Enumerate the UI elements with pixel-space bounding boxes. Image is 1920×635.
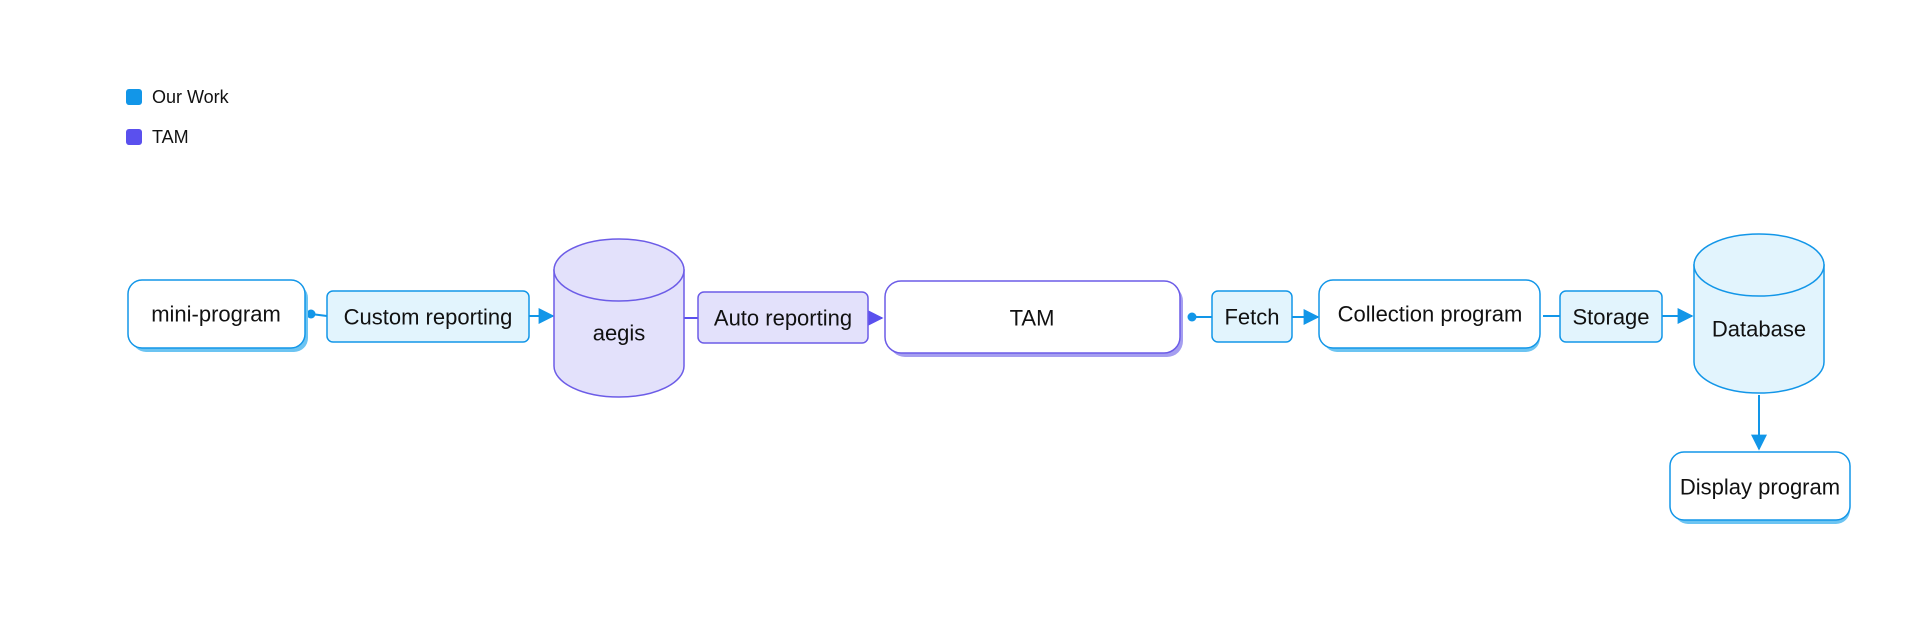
node-label: Fetch: [1224, 305, 1279, 330]
node-collection-program: Collection program: [1318, 279, 1541, 352]
node-box: [697, 291, 869, 344]
legend-item-tam: TAM: [126, 127, 189, 147]
node-mini-program: mini-program: [127, 279, 308, 352]
node-display-program: Display program: [1669, 451, 1851, 524]
node-label: aegis: [593, 321, 646, 346]
legend-label-our-work: Our Work: [152, 87, 230, 107]
node-box: [1318, 279, 1541, 349]
node-label: Storage: [1572, 305, 1649, 330]
node-box: [127, 279, 306, 349]
node-box: [884, 280, 1181, 354]
cylinder-body: [1693, 264, 1825, 394]
cylinder-top: [1693, 233, 1825, 297]
node-box: [1211, 290, 1293, 343]
node-tam: TAM: [884, 280, 1183, 357]
node-auto-reporting: Auto reporting: [697, 291, 869, 344]
legend-item-our-work: Our Work: [126, 87, 230, 107]
cylinder-top: [553, 238, 685, 302]
node-label: mini-program: [151, 302, 281, 327]
legend-swatch-our-work: [126, 89, 142, 105]
node-label: Database: [1712, 317, 1806, 342]
connectors: [306, 308, 1767, 451]
node-database: Database: [1693, 233, 1825, 394]
node-storage: Storage: [1559, 290, 1663, 343]
node-fetch: Fetch: [1211, 290, 1293, 343]
legend: Our Work TAM: [126, 87, 230, 147]
node-label: Collection program: [1338, 302, 1523, 327]
node-label: Auto reporting: [714, 306, 852, 331]
legend-swatch-tam: [126, 129, 142, 145]
node-label: TAM: [1010, 306, 1055, 331]
connector-line: [310, 313, 328, 317]
cylinder-body: [553, 269, 685, 398]
node-custom-reporting: Custom reporting: [326, 290, 530, 343]
node-label: Custom reporting: [344, 305, 513, 330]
node-label: Display program: [1680, 475, 1840, 500]
node-aegis: aegis: [553, 238, 685, 398]
node-box: [1669, 451, 1851, 521]
node-box: [326, 290, 530, 343]
legend-label-tam: TAM: [152, 127, 189, 147]
node-box: [1559, 290, 1663, 343]
